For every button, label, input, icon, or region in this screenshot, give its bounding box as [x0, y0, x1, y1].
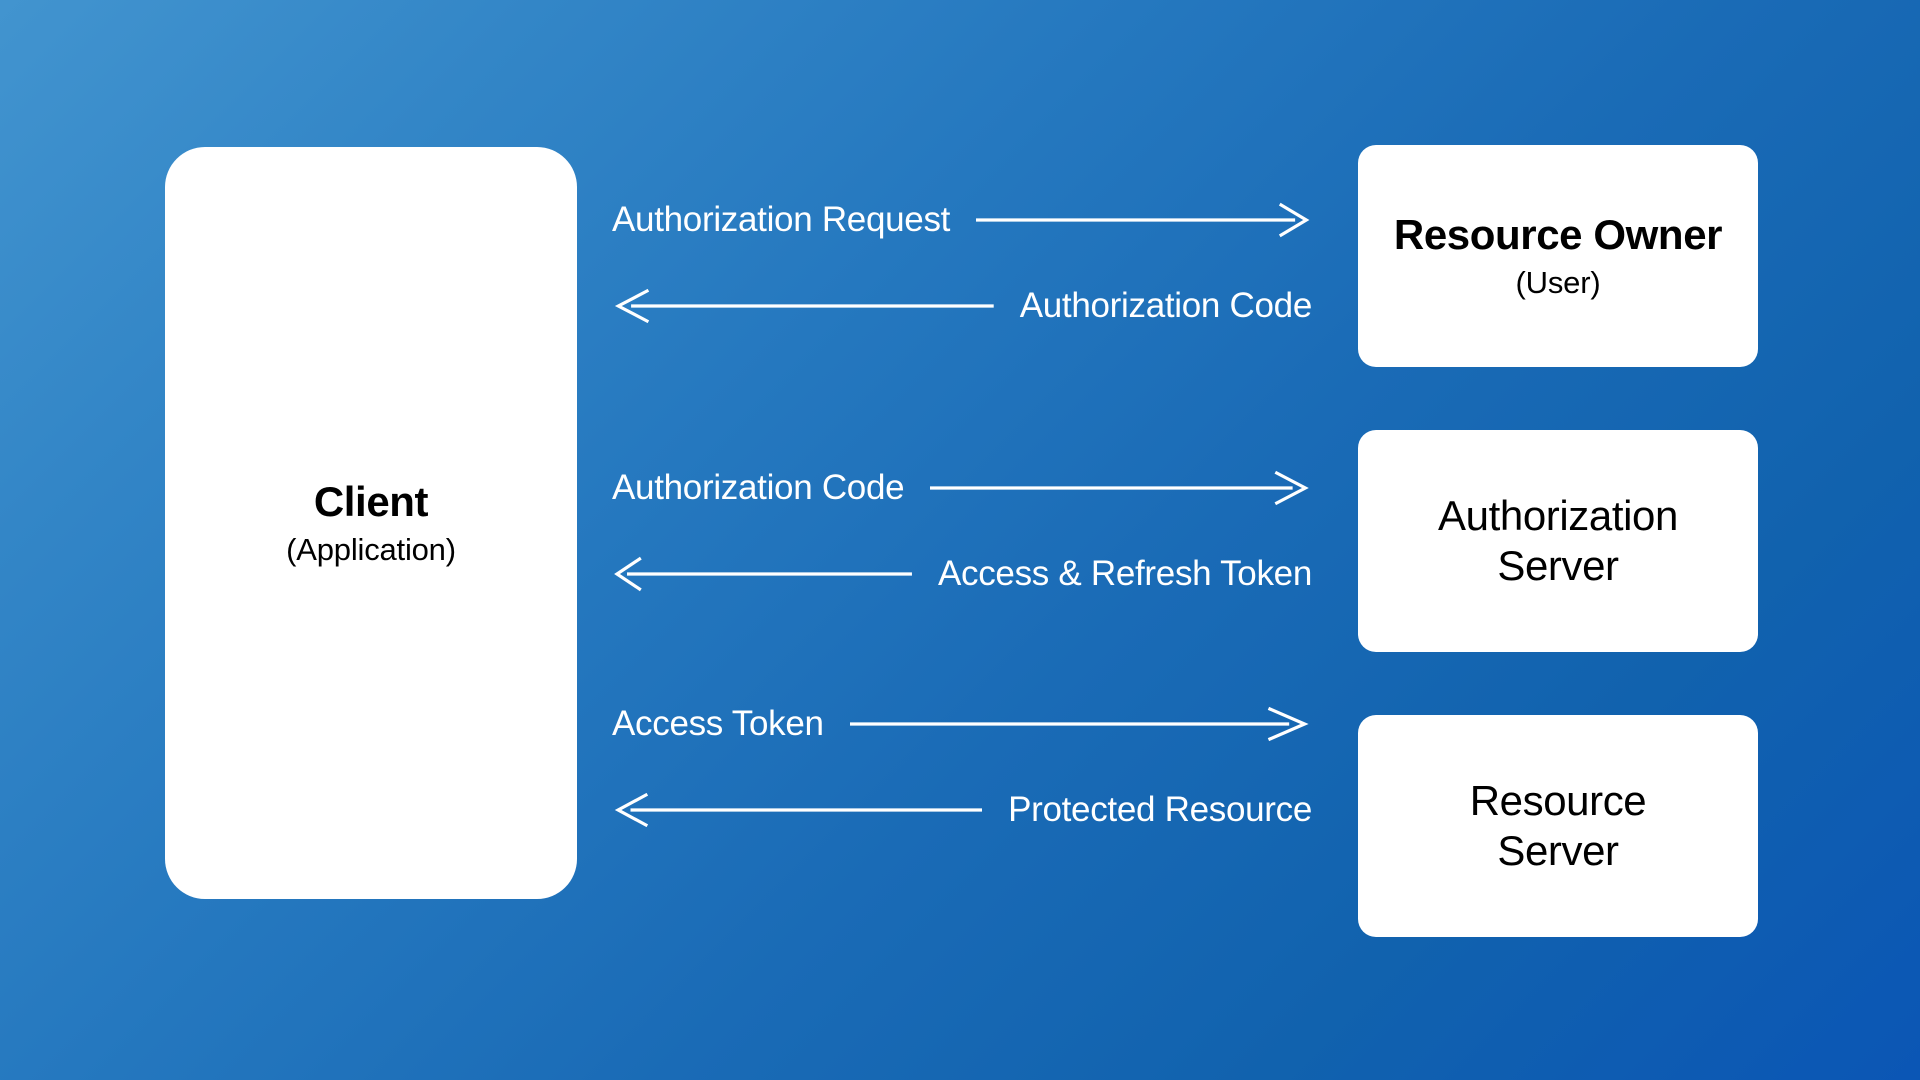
arrow-right-icon — [850, 704, 1312, 744]
node-resource-owner-subtitle: (User) — [1515, 265, 1601, 301]
node-authorization-server-title-line2: Server — [1497, 542, 1619, 589]
node-authorization-server: Authorization Server — [1358, 430, 1758, 652]
arrow-right-icon — [976, 200, 1312, 240]
flow-label-access-token: Access Token — [612, 704, 824, 743]
node-resource-owner-title: Resource Owner — [1393, 210, 1723, 258]
node-resource-server-title-line2: Server — [1497, 827, 1619, 874]
flow-label-authorization-code-return: Authorization Code — [1019, 286, 1313, 325]
arrow-left-icon — [612, 554, 912, 594]
flow-authorization-request: Authorization Request — [612, 191, 1312, 249]
node-client: Client (Application) — [165, 147, 577, 899]
node-authorization-server-title-line1: Authorization — [1438, 492, 1678, 540]
flow-access-token: Access Token — [612, 695, 1312, 753]
flow-label-authorization-code-send: Authorization Code — [612, 468, 905, 507]
node-client-title: Client — [313, 477, 429, 525]
flow-label-protected-resource: Protected Resource — [1008, 790, 1312, 829]
flow-authorization-code-send: Authorization Code — [612, 459, 1312, 517]
node-client-subtitle: (Application) — [286, 532, 456, 568]
node-resource-server-title-line1: Resource — [1469, 777, 1647, 825]
node-resource-owner: Resource Owner (User) — [1358, 145, 1758, 367]
flow-authorization-code-return: Authorization Code — [612, 277, 1312, 335]
arrow-right-icon — [930, 468, 1312, 508]
flow-label-authorization-request: Authorization Request — [612, 200, 951, 239]
arrow-left-icon — [612, 286, 994, 326]
flow-protected-resource: Protected Resource — [612, 781, 1312, 839]
arrow-left-icon — [612, 790, 982, 830]
node-resource-server: Resource Server — [1358, 715, 1758, 937]
flow-access-refresh-token: Access & Refresh Token — [612, 545, 1312, 603]
flow-label-access-refresh-token: Access & Refresh Token — [937, 554, 1312, 593]
